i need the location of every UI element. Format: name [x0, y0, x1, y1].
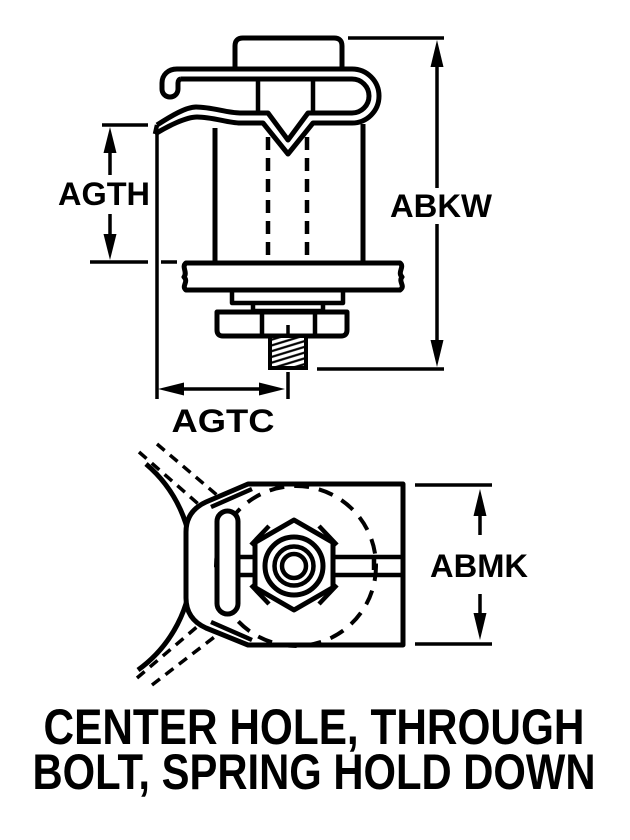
abmk-up-arrowhead [473, 489, 487, 516]
figure-title-line-1: CENTER HOLE, THROUGH [44, 699, 585, 755]
abmk-down-arrowhead [473, 613, 487, 640]
dimension-label-agtc: AGTC [172, 403, 275, 439]
agth-dimension: AGTH [58, 123, 177, 264]
body-chamfer-lines [210, 486, 253, 643]
figure-title-line-2: BOLT, SPRING HOLD DOWN [33, 744, 596, 800]
mounting-plate [181, 260, 405, 293]
side-view: AGTH ABKW AGTC [58, 35, 493, 439]
abmk-dimension: ABMK [415, 483, 528, 646]
abkw-down-arrowhead [430, 340, 444, 367]
agtc-left-arrowhead [158, 382, 184, 396]
top-view: ABMK [135, 442, 528, 687]
center-hole-circle [279, 551, 309, 581]
bolt-head-cap [232, 35, 345, 72]
agth-down-arrowhead [103, 234, 117, 260]
abmk-extension-lines [415, 483, 492, 646]
bolt-head-facet-lines [255, 80, 316, 112]
spring-clip-outer-edge [153, 66, 382, 157]
spring-clip-inner-edge [155, 76, 372, 143]
plate-outline [181, 260, 405, 293]
hex-nut-facet-lines [259, 312, 318, 336]
hex-nut-plan [249, 517, 339, 613]
abkw-dimension: ABKW [317, 36, 493, 371]
spring-clip [152, 66, 382, 157]
agtc-dimension: AGTC [158, 382, 285, 439]
flat-washer [229, 290, 346, 306]
threaded-stud [268, 334, 308, 370]
dimension-label-agth: AGTH [58, 176, 150, 212]
agtc-right-arrowhead [259, 382, 285, 396]
abkw-up-arrowhead [430, 40, 444, 67]
hold-down-cylinder [212, 124, 366, 261]
spring-clip-left-hook [159, 66, 182, 100]
hex-nut-chamfer-marks [249, 524, 339, 606]
strap-lines [238, 554, 403, 578]
dimension-label-abmk: ABMK [430, 548, 528, 584]
figure-title: CENTER HOLE, THROUGH BOLT, SPRING HOLD D… [33, 699, 596, 800]
dimension-label-abkw: ABKW [390, 188, 493, 224]
fastener-stack [214, 290, 350, 399]
agth-extension-lines [90, 123, 177, 264]
spring-clip-tip [152, 124, 160, 135]
abkw-extension-lines [317, 36, 444, 371]
agth-up-arrowhead [103, 127, 117, 153]
hex-nut-side [214, 309, 350, 339]
hold-down-slot [214, 508, 241, 617]
